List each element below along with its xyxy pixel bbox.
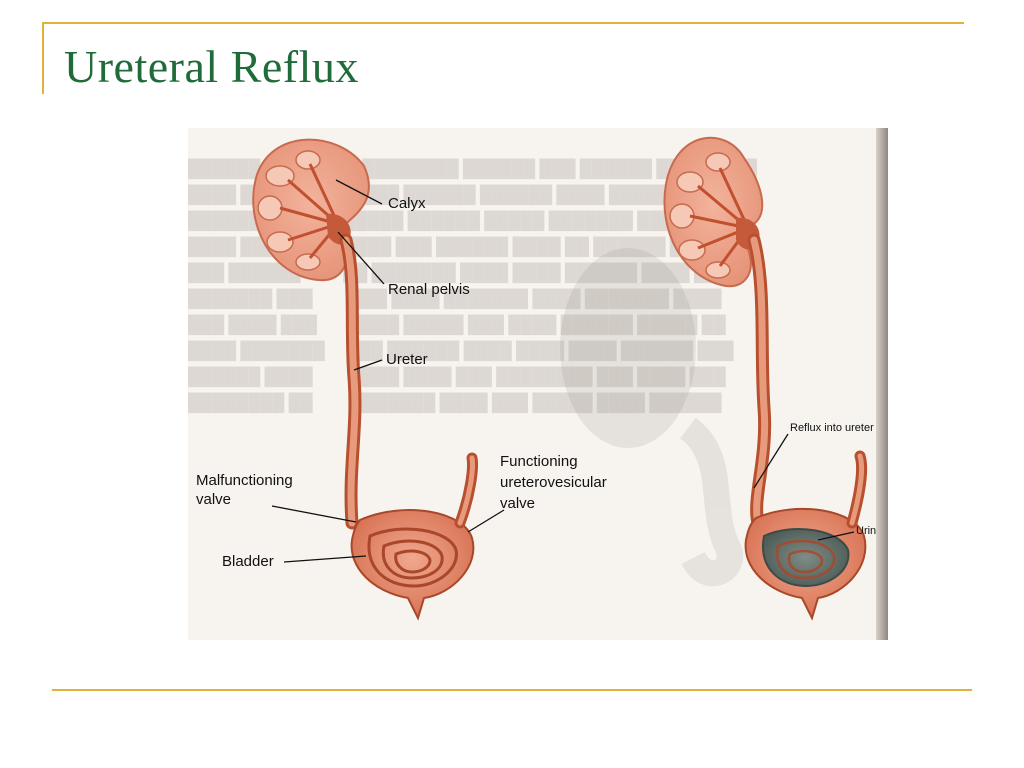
page-edge-shade xyxy=(876,128,888,640)
label-renal-pelvis: Renal pelvis xyxy=(388,281,470,298)
right-kidney xyxy=(663,136,764,288)
label-functioning-valve-line3: valve xyxy=(500,495,536,512)
leader-lines xyxy=(271,179,855,563)
label-malfunctioning-valve-line1: Malfunctioning xyxy=(196,472,293,489)
left-bracket xyxy=(42,22,44,94)
label-ureter: Ureter xyxy=(386,351,428,368)
top-rule xyxy=(42,22,964,24)
bottom-rule xyxy=(52,689,972,691)
anatomy-drawing xyxy=(252,136,868,621)
label-malfunctioning-valve-line2: valve xyxy=(196,491,232,508)
label-calyx: Calyx xyxy=(388,195,426,212)
anatomy-figure: ██████ ██████ ████████ ██████ ███ ██████… xyxy=(188,128,888,640)
label-functioning-valve-line2: ureterovesicular xyxy=(500,474,607,491)
ghost-kidney xyxy=(560,248,743,587)
left-bladder xyxy=(350,452,478,621)
label-functioning-valve-line1: Functioning xyxy=(500,453,578,470)
label-bladder: Bladder xyxy=(222,553,274,570)
slide-title: Ureteral Reflux xyxy=(64,41,359,92)
label-urine: Urine xyxy=(856,525,883,537)
label-reflux-into-ureter: Reflux into ureter xyxy=(790,422,874,434)
left-kidney xyxy=(252,138,370,282)
